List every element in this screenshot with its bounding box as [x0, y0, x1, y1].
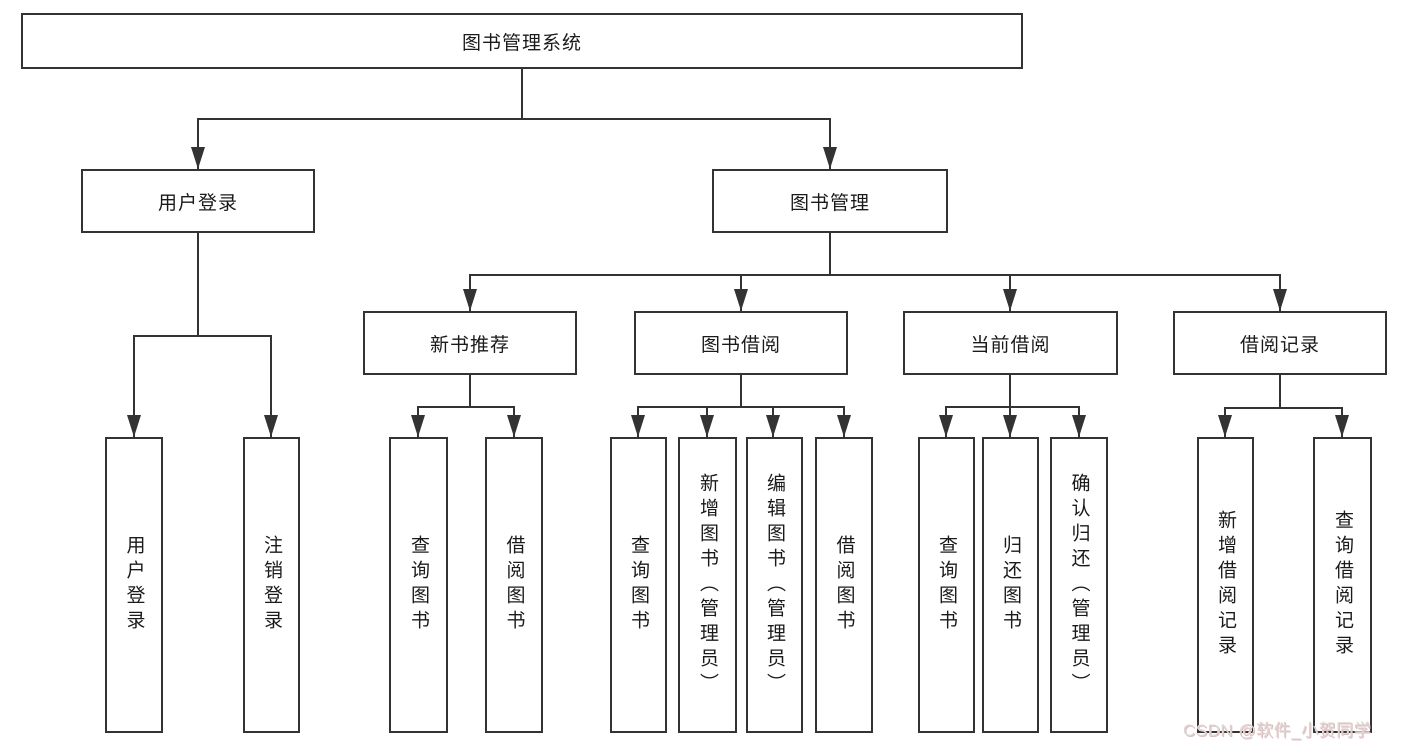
connector-to-user-login	[197, 118, 199, 169]
connector-root-stem	[521, 69, 523, 118]
arrow-down-icon	[127, 415, 141, 437]
node-label: 查询图书	[936, 535, 957, 635]
node-leaf-bb-borrow-books: 借阅图书	[815, 437, 873, 733]
node-label: 用户登录	[157, 192, 238, 214]
node-leaf-cb-return-books: 归还图书	[982, 437, 1039, 733]
node-root-label: 图书管理系统	[461, 32, 582, 54]
node-user-login-group: 用户登录	[81, 169, 315, 233]
arrow-down-icon	[766, 415, 780, 437]
arrow-down-icon	[939, 415, 953, 437]
arrow-down-icon	[1072, 415, 1086, 437]
node-current-borrow: 当前借阅	[903, 311, 1118, 375]
connector-user-login-stem	[197, 233, 199, 335]
connector-level3-rail	[469, 274, 1281, 276]
arrow-down-icon	[264, 415, 278, 437]
connector-new-book-rec-stem	[469, 375, 471, 406]
arrow-down-icon	[411, 415, 425, 437]
node-label: 查询图书	[408, 535, 429, 635]
connector-to-book-mgmt	[829, 118, 831, 169]
node-label: 归还图书	[1000, 535, 1021, 635]
connector-current-borrow-stem	[1009, 375, 1011, 406]
node-leaf-bb-query-books: 查询图书	[610, 437, 667, 733]
connector-level2-rail	[197, 118, 831, 120]
node-book-borrow: 图书借阅	[634, 311, 848, 375]
connector-borrow-records-rail	[1224, 407, 1343, 409]
connector-book-mgmt-stem	[829, 233, 831, 274]
node-leaf-bb-edit-books-admin: 编辑图书（管理员）	[746, 437, 803, 733]
arrow-down-icon	[837, 415, 851, 437]
connector-book-borrow-rail	[637, 406, 844, 408]
arrow-down-icon	[1218, 415, 1232, 437]
node-label: 借阅图书	[833, 535, 855, 635]
node-label: 确认归还（管理员）	[1068, 472, 1090, 698]
arrow-down-icon	[700, 415, 714, 437]
node-leaf-nbr-query-books: 查询图书	[389, 437, 448, 733]
arrow-down-icon	[1003, 289, 1017, 311]
connector-new-book-rec-rail	[417, 406, 515, 408]
node-label: 用户登录	[123, 535, 145, 635]
connector-book-borrow-stem	[740, 375, 742, 406]
arrow-down-icon	[823, 147, 837, 169]
node-label: 新增借阅记录	[1215, 510, 1236, 660]
arrow-down-icon	[1335, 415, 1349, 437]
node-label: 图书借阅	[700, 334, 781, 356]
node-leaf-user-login: 用户登录	[105, 437, 163, 733]
node-leaf-cb-query-books: 查询图书	[918, 437, 975, 733]
csdn-watermark: CSDN @软件_小贺同学	[1183, 721, 1372, 740]
node-label: 注销登录	[261, 535, 282, 635]
node-new-book-rec: 新书推荐	[363, 311, 577, 375]
arrow-down-icon	[191, 147, 205, 169]
node-leaf-bb-add-books-admin: 新增图书（管理员）	[678, 437, 737, 733]
node-label: 借阅记录	[1239, 334, 1320, 356]
node-root-library-system: 图书管理系统	[21, 13, 1023, 69]
node-label: 新增图书（管理员）	[697, 472, 718, 698]
node-leaf-br-add-record: 新增借阅记录	[1197, 437, 1254, 733]
node-label: 当前借阅	[970, 334, 1051, 356]
node-label: 图书管理	[789, 192, 870, 214]
node-leaf-nbr-borrow-books: 借阅图书	[485, 437, 543, 733]
node-label: 编辑图书（管理员）	[764, 472, 785, 698]
arrow-down-icon	[1273, 289, 1287, 311]
connector-borrow-records-stem	[1279, 375, 1281, 407]
node-label: 查询借阅记录	[1332, 510, 1353, 660]
node-book-mgmt-group: 图书管理	[712, 169, 948, 233]
connector-to-leaf	[270, 335, 272, 437]
node-leaf-logout: 注销登录	[243, 437, 300, 733]
arrow-down-icon	[463, 289, 477, 311]
connector-to-leaf	[133, 335, 135, 437]
connector-user-login-rail	[133, 335, 272, 337]
node-label: 查询图书	[628, 535, 649, 635]
node-label: 借阅图书	[503, 535, 525, 635]
node-borrow-records: 借阅记录	[1173, 311, 1387, 375]
arrow-down-icon	[734, 289, 748, 311]
connector-current-borrow-rail	[945, 406, 1079, 408]
arrow-down-icon	[631, 415, 645, 437]
node-label: 新书推荐	[429, 334, 510, 356]
node-leaf-cb-confirm-return-admin: 确认归还（管理员）	[1050, 437, 1108, 733]
node-leaf-br-query-record: 查询借阅记录	[1313, 437, 1372, 733]
arrow-down-icon	[1003, 415, 1017, 437]
arrow-down-icon	[507, 415, 521, 437]
